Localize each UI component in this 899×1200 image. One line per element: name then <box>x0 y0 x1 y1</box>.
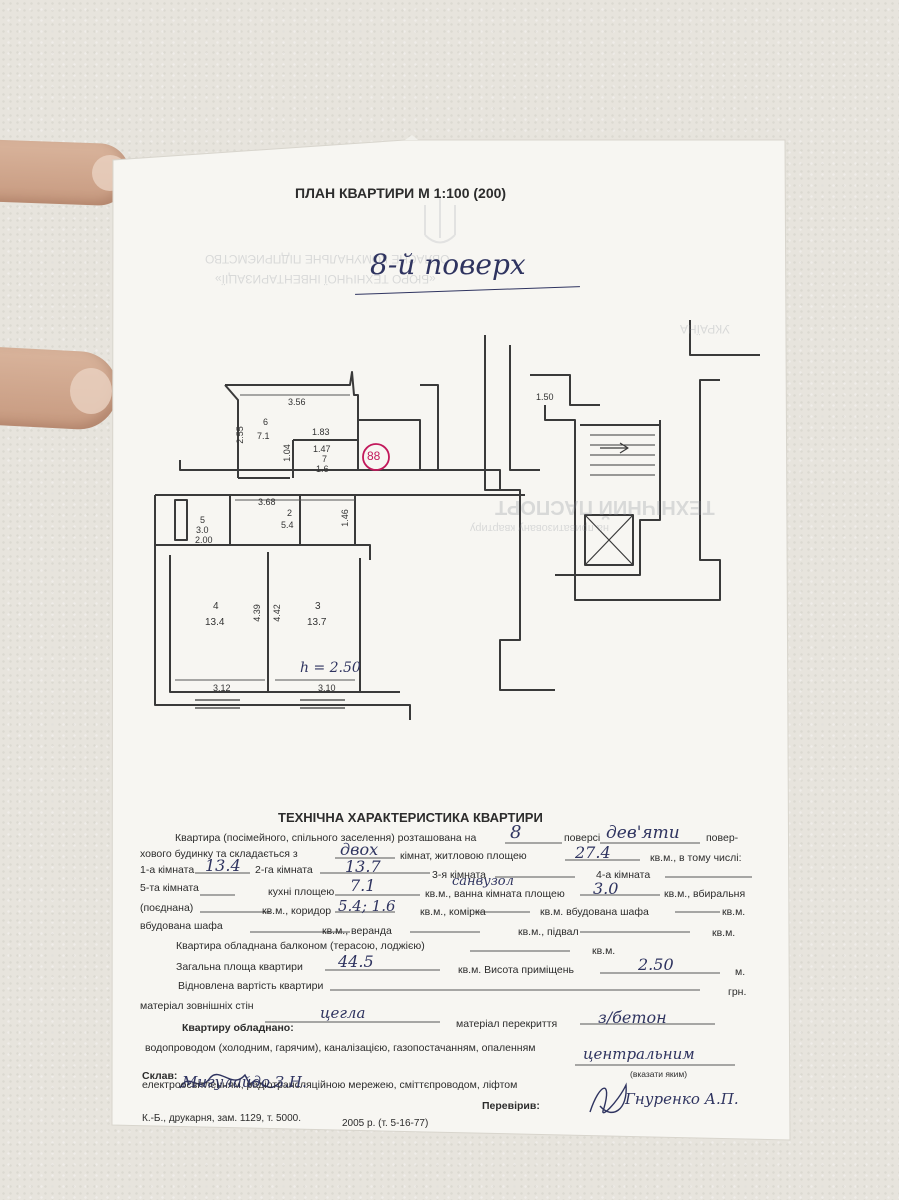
spec-checked-label: Перевірив: <box>482 1100 540 1112</box>
hw-floor: 8 <box>510 822 522 843</box>
floor-plan-drawing <box>154 320 760 720</box>
spec-corridor-label: кв.м., коридор <box>262 905 332 917</box>
hw-corridor: 5.4; 1.6 <box>338 897 396 915</box>
room-7-area: 1.6 <box>316 464 329 474</box>
dim-2-55: 2.55 <box>234 426 245 444</box>
spec-line2c: кв.м., в тому числі: <box>650 852 742 864</box>
dim-3-68: 3.68 <box>258 497 276 507</box>
spec-cost-unit: грн. <box>728 986 747 998</box>
spec-height-unit: м. <box>735 966 746 978</box>
dim-4-39: 4.39 <box>251 604 262 622</box>
spec-combined-label: (поєднана) <box>140 902 194 914</box>
room-6-area: 7.1 <box>257 431 270 441</box>
room-2-area: 5.4 <box>281 520 294 530</box>
spec-title: ТЕХНІЧНА ХАРАКТЕРИСТИКА КВАРТИРИ <box>278 810 543 825</box>
spec-room1-label: 1-а кімната <box>140 864 195 876</box>
spec-print-year: 2005 р. (т. 5-16-77) <box>342 1118 429 1129</box>
spec-cost-label: Відновлена вартість квартири <box>178 980 324 992</box>
hw-floors-total: дев'яти <box>606 823 680 843</box>
spec-walls-label: матеріал зовнішніх стін <box>140 1000 254 1012</box>
dim-1-04: 1.04 <box>281 444 292 462</box>
spec-veranda-label: кв.м., веранда <box>322 925 392 937</box>
spec-room5-label: 5-та кімната <box>140 882 199 894</box>
hw-rooms-count: двох <box>340 840 379 859</box>
room-3-number: 3 <box>315 601 321 612</box>
room-4-number: 4 <box>213 601 219 612</box>
spec-kitchen-label: кухні площею <box>268 886 335 898</box>
dim-3-56: 3.56 <box>288 397 306 407</box>
dimension-lines <box>175 394 355 681</box>
spec-basement-sqm: кв.м. <box>712 927 736 939</box>
spec-print-info: К.-Б., друкарня, зам. 1129, т. 5000. <box>142 1113 302 1124</box>
spec-builtin-sqm: кв.м. <box>722 906 746 918</box>
hw-checker: Гнуренко А.П. <box>625 1090 739 1108</box>
spec-room2-label: 2-га кімната <box>255 864 313 876</box>
spec-specify-note: (вказати яким) <box>630 1069 688 1079</box>
hw-total-area: 44.5 <box>338 952 374 971</box>
spec-room3-label: 3-я кімната <box>432 869 487 881</box>
composer-signature <box>179 1073 281 1089</box>
room-2-number: 2 <box>287 508 293 518</box>
spec-line1b: поверсі <box>564 832 601 844</box>
room-3-area: 13.7 <box>307 617 327 628</box>
spec-pantry-label: кв.м., комірка <box>420 906 486 918</box>
dim-3-12: 3.12 <box>213 683 231 693</box>
room-5-extra: 2.00 <box>195 535 213 545</box>
ceiling-height-note: h = 2.50 <box>300 660 361 676</box>
spec-height-label: кв.м. Висота приміщень <box>458 964 575 976</box>
spec-wardrobe-label: вбудована шафа <box>140 920 223 932</box>
hw-walls: цегла <box>320 1004 366 1022</box>
spec-equipped-label: Квартиру обладнано: <box>182 1022 294 1034</box>
room-7-number: 7 <box>322 454 328 464</box>
spec-electric-label: електроосвітленням, радіотрансляційною м… <box>142 1079 518 1091</box>
room-5-area: 3.0 <box>196 525 209 535</box>
spec-line2b: кімнат, житловою площею <box>400 850 527 862</box>
spec-balcony-label: Квартира обладнана балконом (терасою, ло… <box>176 940 425 952</box>
checker-signature <box>589 1082 627 1114</box>
hw-room2: 13.7 <box>345 857 381 876</box>
ghost-text-3: УКРАЇНА <box>680 322 730 336</box>
dim-4-42: 4.42 <box>271 604 282 622</box>
stamp-number: 88 <box>367 449 381 463</box>
spec-line1c: повер- <box>706 832 739 844</box>
dim-1-47: 1.47 <box>313 444 331 454</box>
spec-ceiling-label: матеріал перекриття <box>456 1018 558 1030</box>
floor-handwritten: 8-й поверх <box>370 248 526 281</box>
hw-bath: 3.0 <box>593 879 619 898</box>
dim-1-50: 1.50 <box>536 392 554 402</box>
spec-total-label: Загальна площа квартири <box>176 961 303 973</box>
dim-1-83: 1.83 <box>312 427 330 437</box>
room-5-number: 5 <box>200 515 206 525</box>
hw-bath-label: санвузол <box>452 874 514 889</box>
ghost-text-4: ТЕХНІЧНИЙ ПАСПОРТ <box>495 496 715 518</box>
plan-title: ПЛАН КВАРТИРИ М 1:100 (200) <box>295 185 507 201</box>
room-4-area: 13.4 <box>205 617 225 628</box>
index-nail <box>70 368 112 414</box>
hw-height: 2.50 <box>638 955 674 974</box>
hw-ceiling: з/бетон <box>598 1008 667 1027</box>
spec-balcony-sqm: кв.м. <box>592 945 616 957</box>
hw-composer: Мигулайдо З.Н. <box>182 1073 307 1091</box>
dim-1-46: 1.46 <box>339 509 350 527</box>
spec-builtin-label: кв.м. вбудована шафа <box>540 906 649 918</box>
dim-3-10: 3.10 <box>318 683 336 693</box>
hw-kitchen: 7.1 <box>350 876 376 895</box>
spec-water-label: водопроводом (холодним, гарячим), каналі… <box>145 1042 536 1054</box>
hw-living-area: 27.4 <box>575 843 611 862</box>
ghost-text-5: на приватизовану квартиру <box>470 522 609 534</box>
room-6-number: 6 <box>263 417 269 427</box>
spec-closet-label: кв.м., вбиральня <box>664 888 746 900</box>
spec-line1a: Квартира (посімейного, спільного заселен… <box>175 832 477 844</box>
hw-room1: 13.4 <box>205 856 241 875</box>
spec-bath-label: кв.м., ванна кімната площею <box>425 888 565 900</box>
form-underlines <box>195 842 752 1066</box>
spec-basement-label: кв.м., підвал <box>518 926 579 938</box>
apartment-stamp <box>362 443 390 471</box>
spec-line2a: хового будинку та складається з <box>140 848 298 860</box>
hw-heating: центральним <box>583 1045 695 1063</box>
spec-composed-label: Склав: <box>142 1070 178 1082</box>
spec-room4-label: 4-а кімната <box>596 869 651 881</box>
